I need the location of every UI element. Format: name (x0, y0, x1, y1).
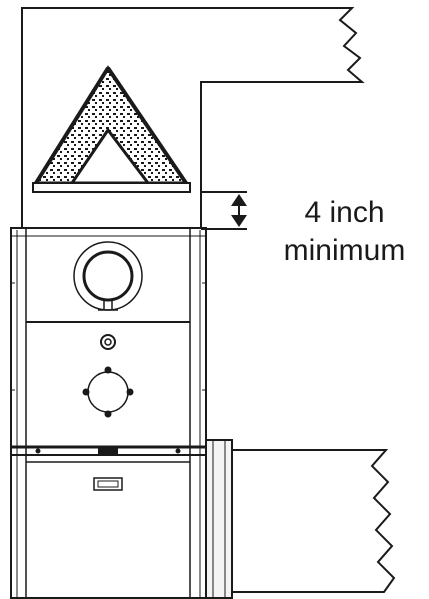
clearance-note-line-2: minimum (283, 234, 406, 267)
return-air-duct (232, 449, 396, 593)
supply-plenum (21, 7, 365, 228)
clearance-note-line-1: 4 inch (304, 196, 385, 229)
sight-glass (100, 334, 116, 350)
burner-port (82, 366, 134, 418)
evaporator-coil (32, 65, 191, 193)
clearance-dimension (201, 191, 247, 230)
door-latch (35, 448, 181, 454)
furnace-cabinet (10, 227, 207, 599)
flue-vent (73, 241, 143, 311)
blower-door-handle (93, 477, 123, 491)
filter-rack (205, 439, 233, 599)
